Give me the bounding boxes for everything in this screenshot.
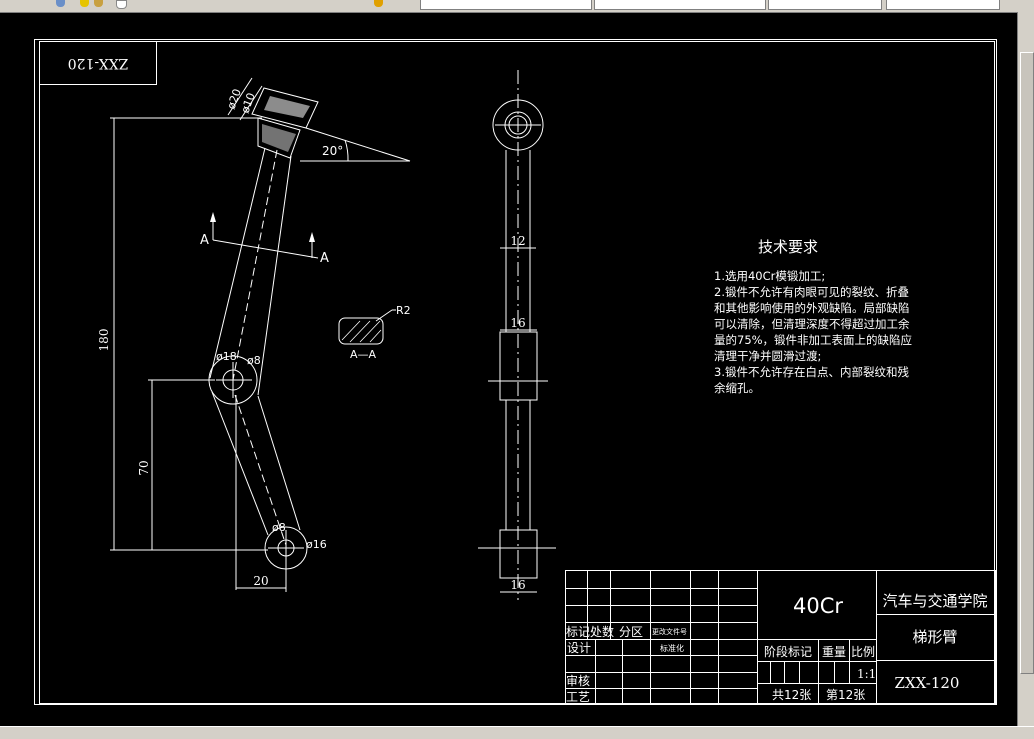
corner-code: ZXX-120 (68, 55, 129, 71)
material: 40Cr (793, 594, 843, 618)
status-bar (0, 726, 1034, 739)
tech-line: 可以清除，但清理深度不得超过加工余 (714, 317, 910, 331)
dim-70: 70 (137, 460, 151, 475)
arm-front-view (208, 87, 319, 590)
dim-180: 180 (97, 329, 111, 352)
h-zone: 分区 (619, 625, 643, 639)
layer-dropdown[interactable] (420, 0, 592, 10)
dim-dia18: ø18 (216, 350, 237, 363)
h-stage: 阶段标记 (764, 644, 812, 659)
dim-r2: R2 (396, 304, 411, 317)
head-neck (257, 117, 301, 159)
tech-line: 2.锻件不允许有肉眼可见的裂纹、折叠 (714, 285, 909, 299)
tech-requirements: 1.选用40Cr模锻加工; 2.锻件不允许有肉眼可见的裂纹、折叠和其他影响使用的外… (714, 269, 912, 395)
corner-code-box (39, 41, 157, 85)
plotstyle-dropdown[interactable] (886, 0, 1000, 10)
linetype-dropdown[interactable] (594, 0, 766, 10)
properties-icon[interactable] (374, 0, 383, 7)
section-aa-label: A—A (350, 348, 377, 361)
section-mark-right: A (320, 251, 329, 266)
outer-frame (34, 39, 997, 705)
scale-value: 1:1 (857, 667, 876, 681)
tech-line: 量的75%，锻件非加工表面上的缺陷应 (714, 333, 912, 347)
section-mark-left: A (200, 233, 209, 248)
dim-12: 12 (510, 234, 525, 248)
sheets-total: 共12张 (772, 688, 811, 702)
layer-icon[interactable] (56, 0, 65, 7)
h-process: 工艺 (566, 690, 590, 704)
h-mark: 标记 (566, 625, 590, 639)
h-weight: 重量 (822, 645, 846, 659)
top-toolbar (0, 0, 1034, 13)
dim-dia8-mid: ø8 (247, 354, 261, 367)
dim-16-mid: 16 (510, 316, 525, 330)
h-review: 审核 (566, 673, 590, 688)
dim-dia16: ø16 (306, 538, 327, 551)
school-name: 汽车与交通学院 (882, 592, 987, 610)
inner-frame (39, 41, 995, 704)
h-scale: 比例 (851, 645, 875, 659)
section-aa-hatch (341, 320, 382, 343)
drawing-number: ZXX-120 (895, 674, 960, 692)
tech-line: 3.锻件不允许存在白点、内部裂纹和残 (714, 365, 909, 379)
h-count: 处数 (590, 624, 614, 639)
section-aa-shape (338, 317, 384, 345)
vertical-scrollbar[interactable] (1017, 12, 1034, 726)
h-docno: 更改文件号 (652, 627, 687, 636)
part-name: 梯形臂 (912, 628, 957, 646)
lineweight-dropdown[interactable] (768, 0, 882, 10)
tech-line: 清理干净并圆滑过渡; (714, 349, 821, 363)
neck-hatch (262, 124, 296, 152)
tech-line: 和其他影响使用的外观缺陷。局部缺陷 (714, 301, 910, 315)
tech-line: 余缩孔。 (714, 381, 760, 395)
h-design: 设计 (567, 641, 591, 655)
h-std: 标准化 (660, 643, 684, 653)
sun-icon[interactable] (80, 0, 89, 7)
color-icon[interactable] (116, 0, 127, 9)
title-block (565, 570, 996, 705)
arm-side-view (478, 70, 556, 600)
angle-dim: 20° (322, 144, 343, 158)
sheet-number: 第12张 (826, 688, 865, 702)
lock-icon[interactable] (94, 0, 103, 7)
dim-16-bot: 16 (510, 578, 525, 592)
tech-title: 技术要求 (758, 238, 818, 256)
head-hatch (264, 96, 310, 118)
tech-line: 1.选用40Cr模锻加工; (714, 269, 825, 283)
dim-dia8-bot: ø8 (272, 521, 286, 534)
dim-width-20: 20 (253, 574, 268, 588)
